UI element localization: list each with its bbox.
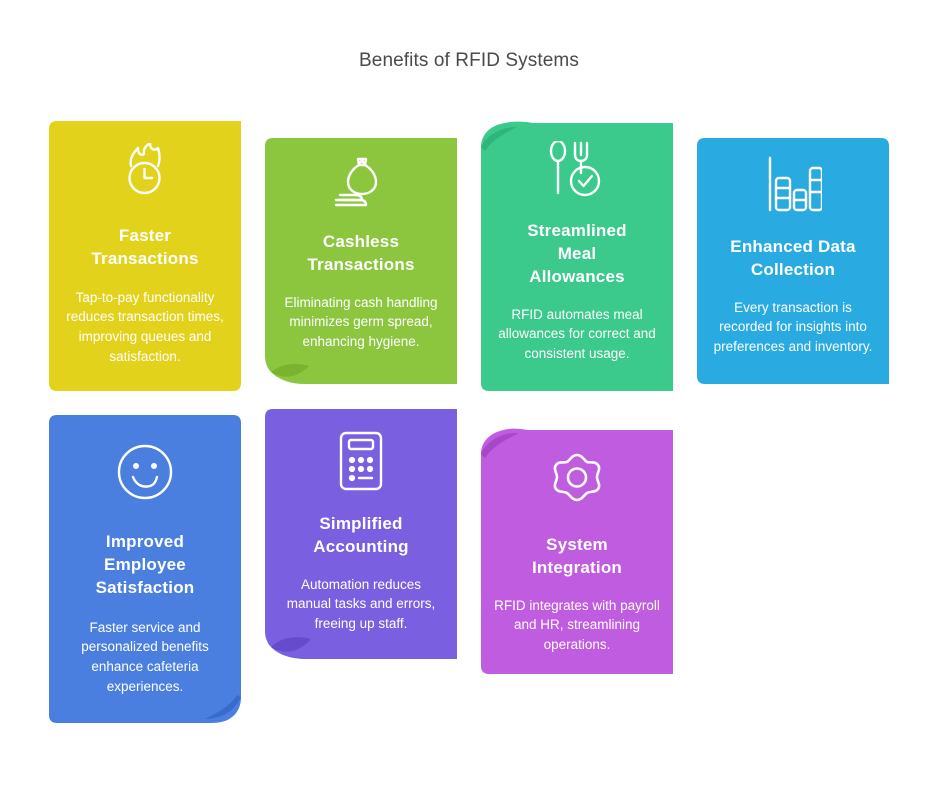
bar-chart-icon [764,156,822,214]
gear-icon [549,452,605,508]
smiley-face-icon [116,443,174,501]
card-title: Streamlined Meal Allowances [527,220,627,289]
clock-flame-icon [117,143,173,203]
card-background-shape [265,138,457,384]
card-title-line: Transactions [91,248,199,268]
card-description: Eliminating cash handling minimizes germ… [284,294,438,349]
benefit-card-enhanced-data-collection[interactable]: Enhanced Data Collection Every transacti… [697,138,889,384]
card-title-line: Improved [105,532,185,551]
card-title: Improved Employee Satisfaction [96,531,195,600]
card-description: Every transaction is recorded for insigh… [713,299,873,354]
card-title: Cashless Transactions [307,231,414,277]
card-description: Automation reduces manual tasks and erro… [286,576,436,631]
card-title-line: Satisfaction [95,577,195,597]
card-title-line: Simplified [319,514,403,533]
card-title: Enhanced Data Collection [730,236,855,282]
card-title-line: Faster [118,226,172,245]
card-background-shape [697,138,889,384]
benefit-card-streamlined-meal-allowances[interactable]: Streamlined Meal Allowances RFID automat… [481,121,673,391]
card-description: Tap-to-pay functionality reduces transac… [66,289,224,364]
benefit-card-cashless-transactions[interactable]: Cashless Transactions Eliminating cash h… [265,138,457,384]
card-background-shape [481,428,673,674]
card-title-line: Allowances [529,266,625,286]
card-description: Faster service and personalized benefits… [81,619,209,694]
card-title-line: Transactions [307,254,415,274]
card-background-shape [49,121,241,391]
card-title-line: Accounting [313,536,409,556]
card-background-shape [49,415,241,723]
card-title-line: Meal [557,243,597,263]
card-title-line: Streamlined [527,221,627,240]
card-description: RFID integrates with payroll and HR, str… [494,597,660,652]
card-background-shape [481,121,673,391]
card-description: RFID automates meal allowances for corre… [498,306,656,361]
card-background-shape [265,409,457,659]
card-title-line: Cashless [322,232,400,251]
calculator-icon [337,431,385,491]
money-bag-hand-icon [332,155,390,211]
card-title-line: Enhanced Data [730,237,856,256]
card-title: Faster Transactions [91,225,198,271]
card-title-line: Integration [531,557,623,577]
benefit-card-system-integration[interactable]: System Integration RFID integrates with … [481,428,673,674]
benefit-card-improved-employee-satisfaction[interactable]: Improved Employee Satisfaction Faster se… [49,415,241,723]
benefit-card-simplified-accounting[interactable]: Simplified Accounting Automation reduces… [265,409,457,659]
card-title-line: Employee [104,554,186,574]
benefit-card-faster-transactions[interactable]: Faster Transactions Tap-to-pay functiona… [49,121,241,391]
card-title: System Integration [532,534,622,580]
card-title-line: System [546,535,608,554]
card-title-line: Collection [750,259,836,279]
card-title: Simplified Accounting [313,513,409,559]
cutlery-check-icon [547,141,607,203]
page-title: Benefits of RFID Systems [359,50,579,71]
